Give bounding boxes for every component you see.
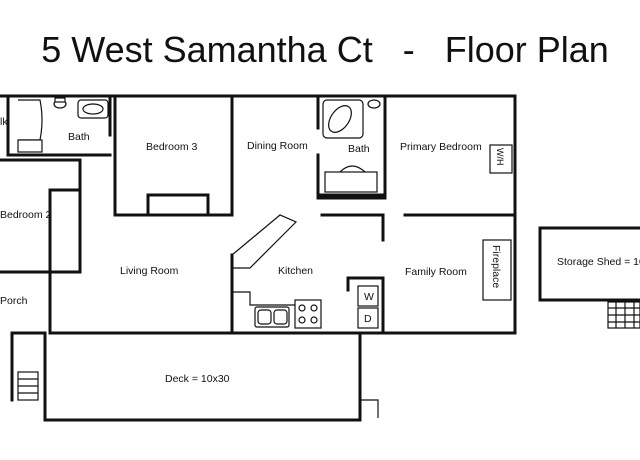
label-storage-shed: Storage Shed = 10 — [557, 256, 640, 268]
label-water-heater: W/H — [495, 148, 505, 166]
shed-stairs — [607, 301, 640, 329]
fixtures — [17, 97, 513, 329]
page-title: 5 West Samantha Ct - Floor Plan — [41, 29, 609, 70]
label-family-room: Family Room — [405, 266, 467, 278]
label-porch: Porch — [0, 295, 28, 307]
label-living-room: Living Room — [120, 265, 179, 277]
label-bedroom-2: Bedroom 2 — [0, 209, 52, 221]
label-dryer: D — [364, 313, 372, 325]
storage-shed — [538, 226, 640, 329]
label-bedroom-3: Bedroom 3 — [146, 141, 198, 153]
label-washer: W — [364, 291, 374, 303]
walls — [0, 94, 517, 335]
deck — [10, 331, 379, 422]
label-bath-primary: Bath — [348, 143, 370, 155]
room-labels: lk Bath Bedroom 3 Dining Room Bath Prima… — [0, 116, 640, 385]
label-deck: Deck = 10x30 — [165, 373, 230, 385]
label-dining-room: Dining Room — [247, 140, 308, 152]
label-fireplace: Fireplace — [490, 245, 502, 288]
label-bath-left: Bath — [68, 131, 90, 143]
deck-stairs — [17, 371, 39, 401]
label-walk-in: lk — [0, 116, 8, 128]
label-primary-bedroom: Primary Bedroom — [400, 141, 482, 153]
label-kitchen: Kitchen — [278, 265, 313, 277]
